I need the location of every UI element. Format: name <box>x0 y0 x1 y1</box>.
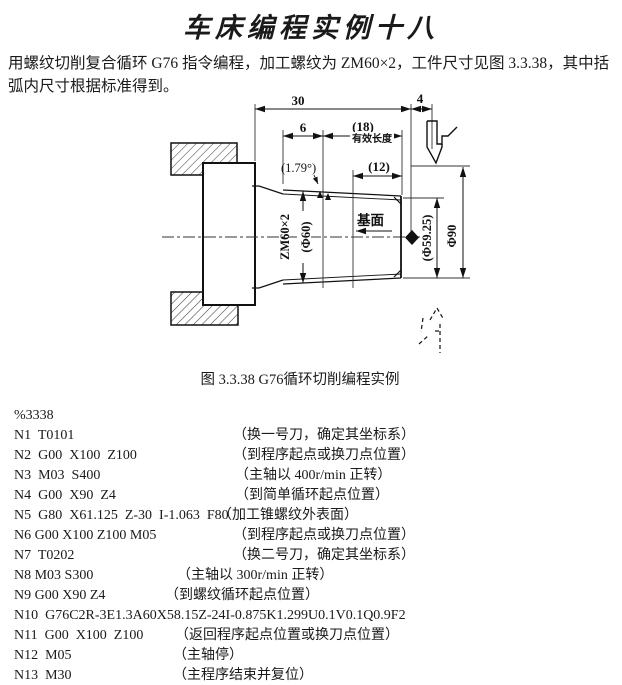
program-code: N7 T0202 <box>14 548 75 563</box>
technical-drawing: 30 4 6 (18) 有效长度 (12) (1.79°) <box>162 91 470 353</box>
program-code: N3 M03 S400 <box>14 468 101 483</box>
dim-18-label: (18) <box>352 119 374 134</box>
dim-4-label: 4 <box>417 91 424 106</box>
program-code: N4 G00 X90 Z4 <box>14 488 116 503</box>
angle-label: (1.79°) <box>281 161 316 175</box>
program-line: N8 M03 S300 （主轴以 300r/min 正转） <box>14 566 614 586</box>
program-line: N12 M05 （主轴停） <box>14 646 614 666</box>
program-comment: （到程序起点或换刀点位置） <box>233 528 415 543</box>
base-plane-callout: 基面 <box>356 212 392 235</box>
dia-90-label: Φ90 <box>445 225 459 248</box>
program-line: N2 G00 X100 Z100 （到程序起点或换刀点位置） <box>14 446 614 466</box>
dimension-angle: (1.79°) <box>281 161 331 200</box>
program-comment: （到程序起点或换刀点位置） <box>233 448 415 463</box>
base-plane-label: 基面 <box>357 212 384 228</box>
program-comment: （换二号刀，确定其坐标系） <box>233 548 415 563</box>
intro-paragraph: 用螺纹切削复合循环 G76 指令编程，加工螺纹为 ZM60×2，工件尺寸见图 3… <box>8 52 616 98</box>
dimension-d59: (Φ59.25) <box>420 198 441 278</box>
program-comment: （主轴以 300r/min 正转） <box>177 568 334 583</box>
figure-area: 30 4 6 (18) 有效长度 (12) (1.79°) <box>0 86 622 372</box>
program-comment: （主程序结束并复位） <box>173 668 313 683</box>
program-code: N13 M30 <box>14 668 72 683</box>
program-code: N10 G76C2R-3E1.3A60X58.15Z-24I-0.875K1.2… <box>14 608 406 623</box>
program-line: %3338 <box>14 406 614 426</box>
program-comment: （主轴停） <box>173 648 243 663</box>
dia-59-label: (Φ59.25) <box>420 215 434 262</box>
figure-caption: 图 3.3.38 G76循环切削编程实例 <box>200 372 400 388</box>
program-code: N1 T0101 <box>14 428 75 443</box>
program-code: %3338 <box>14 408 54 423</box>
program-line: N3 M03 S400 （主轴以 400r/min 正转） <box>14 466 614 486</box>
gauge-point-diamond <box>405 230 419 245</box>
extension-lines <box>254 104 470 288</box>
program-code: N11 G00 X100 Z100 <box>14 628 144 643</box>
program-code: N9 G00 X90 Z4 <box>14 588 106 603</box>
program-line: N1 T0101 （换一号刀，确定其坐标系） <box>14 426 614 446</box>
program-line: N4 G00 X90 Z4 （到简单循环起点位置） <box>14 486 614 506</box>
dimension-d90: Φ90 <box>445 167 467 278</box>
program-line: N9 G00 X90 Z4 （到螺纹循环起点位置） <box>14 586 614 606</box>
program-comment: （主轴以 400r/min 正转） <box>235 468 392 483</box>
dimension-30: 30 <box>255 93 411 113</box>
program-comment: （加工锥螺纹外表面） <box>218 508 358 523</box>
program-line: N10 G76C2R-3E1.3A60X58.15Z-24I-0.875K1.2… <box>14 606 614 626</box>
program-comment: （返回程序起点位置或换刀点位置） <box>175 628 399 643</box>
dia-60-label: (Φ60) <box>299 221 313 252</box>
program-listing: %3338 N1 T0101 （换一号刀，确定其坐标系） N2 G00 X100 … <box>14 406 614 685</box>
thread-spec-label: ZM60×2 <box>278 214 292 260</box>
program-comment: （换一号刀，确定其坐标系） <box>233 428 415 443</box>
program-code: N8 M03 S300 <box>14 568 94 583</box>
dim-6-label: 6 <box>300 120 307 135</box>
program-comment: （到简单循环起点位置） <box>235 488 389 503</box>
program-line: N5 G80 X61.125 Z-30 I-1.063 F80（加工锥螺纹外表面… <box>14 506 614 526</box>
program-line: N13 M30 （主程序结束并复位） <box>14 666 614 685</box>
dimension-12: (12) <box>353 159 402 180</box>
intro-line-2: 弧内尺寸根据标准得到。 <box>8 78 179 95</box>
program-line: N6 G00 X100 Z100 M05 （到程序起点或换刀点位置） <box>14 526 614 546</box>
threading-tool <box>426 120 458 165</box>
program-code: N12 M05 <box>14 648 72 663</box>
intro-line-1: 用螺纹切削复合循环 G76 指令编程，加工螺纹为 ZM60×2，工件尺寸见图 3… <box>8 55 610 72</box>
program-line: N7 T0202 （换二号刀，确定其坐标系） <box>14 546 614 566</box>
dimension-18: (18) 有效长度 <box>323 119 402 145</box>
workpiece-cylinder <box>202 162 256 306</box>
dim-30-label: 30 <box>292 93 305 108</box>
program-code: N5 G80 X61.125 Z-30 I-1.063 F80 <box>14 508 229 523</box>
dim-12-label: (12) <box>368 159 390 174</box>
program-line: N11 G00 X100 Z100 （返回程序起点位置或换刀点位置） <box>14 626 614 646</box>
page-title: 车床编程实例十八 <box>183 13 439 43</box>
tool-motion-arrow <box>418 306 445 353</box>
dimension-d60: ZM60×2 (Φ60) <box>278 191 313 283</box>
dimension-4: 4 <box>411 91 432 113</box>
program-code: N2 G00 X100 Z100 <box>14 448 137 463</box>
program-code: N6 G00 X100 Z100 M05 <box>14 528 157 543</box>
dimension-6: 6 <box>283 120 323 140</box>
program-comment: （到螺纹循环起点位置） <box>165 588 319 603</box>
effective-length-label: 有效长度 <box>352 132 393 145</box>
